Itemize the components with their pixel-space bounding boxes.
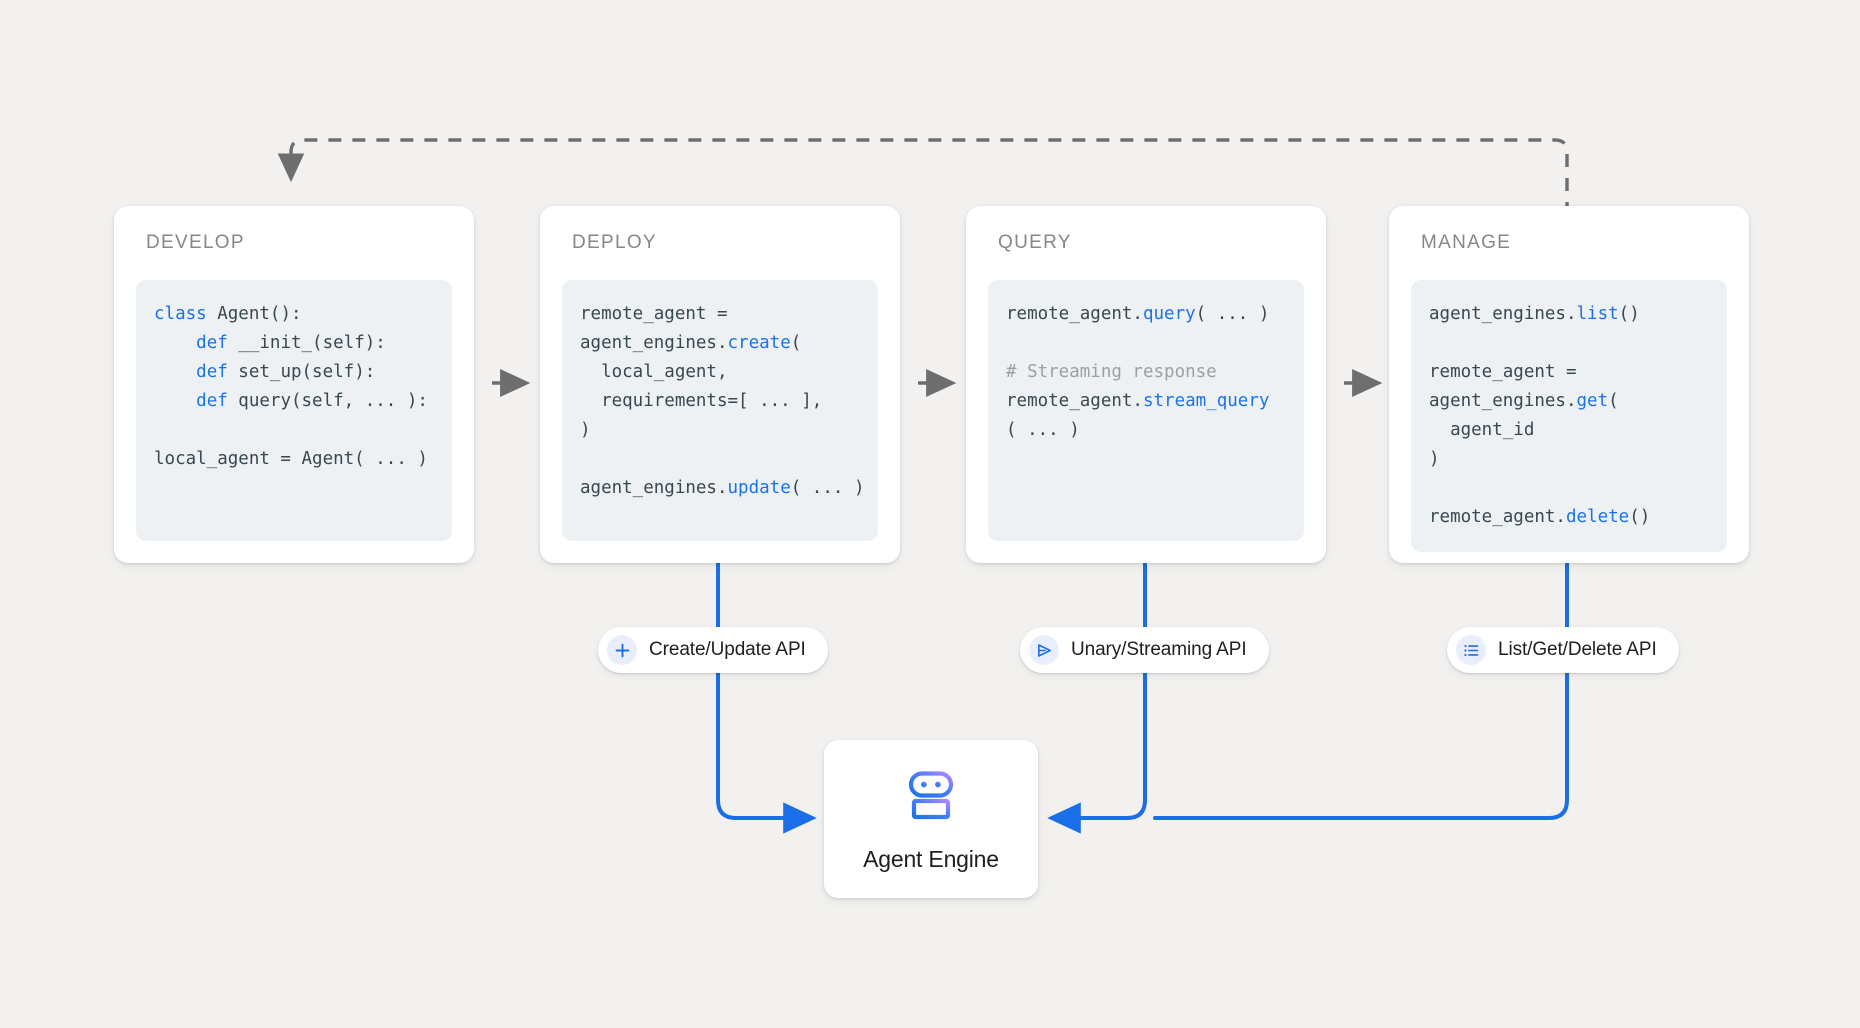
stage-code-block: remote_agent.query( ... ) # Streaming re… (988, 280, 1304, 541)
agent-engine-label: Agent Engine (863, 846, 999, 872)
api-pill-create-update[interactable]: Create/Update API (598, 627, 828, 673)
stage-code-block: class Agent(): def __init_(self): def se… (136, 280, 452, 541)
plus-icon (607, 635, 637, 665)
stage-title: MANAGE (1421, 232, 1512, 253)
wire-deploy-to-agent-engine (716, 561, 817, 834)
stage-title: DEVELOP (146, 232, 245, 253)
send-triangle-icon (1029, 635, 1059, 665)
stage-title: QUERY (998, 232, 1072, 253)
agent-engine-node[interactable]: Agent Engine (824, 740, 1038, 898)
api-pill-label: Create/Update API (649, 639, 806, 660)
stage-card-develop[interactable]: DEVELOP class Agent(): def __init_(self)… (114, 206, 474, 563)
stage-code-block: agent_engines.list() remote_agent = agen… (1411, 280, 1727, 552)
list-icon (1456, 635, 1486, 665)
stage-card-query[interactable]: QUERY remote_agent.query( ... ) # Stream… (966, 206, 1326, 563)
stage-code-block: remote_agent = agent_engines.create( loc… (562, 280, 878, 541)
api-pill-label: List/Get/Delete API (1498, 639, 1657, 660)
stage-card-deploy[interactable]: DEPLOY remote_agent = agent_engines.crea… (540, 206, 900, 563)
wire-query-to-agent-engine (1047, 561, 1147, 834)
wire-manage-to-agent-engine (1153, 561, 1569, 820)
api-pill-unary-streaming[interactable]: Unary/Streaming API (1020, 627, 1269, 673)
robot-icon (900, 765, 962, 832)
feedback-loop-arrow (277, 138, 1569, 215)
stage-title: DEPLOY (572, 232, 657, 253)
api-pill-list-get-delete[interactable]: List/Get/Delete API (1447, 627, 1679, 673)
stage-card-manage[interactable]: MANAGE agent_engines.list() remote_agent… (1389, 206, 1749, 563)
api-pill-label: Unary/Streaming API (1071, 639, 1247, 660)
